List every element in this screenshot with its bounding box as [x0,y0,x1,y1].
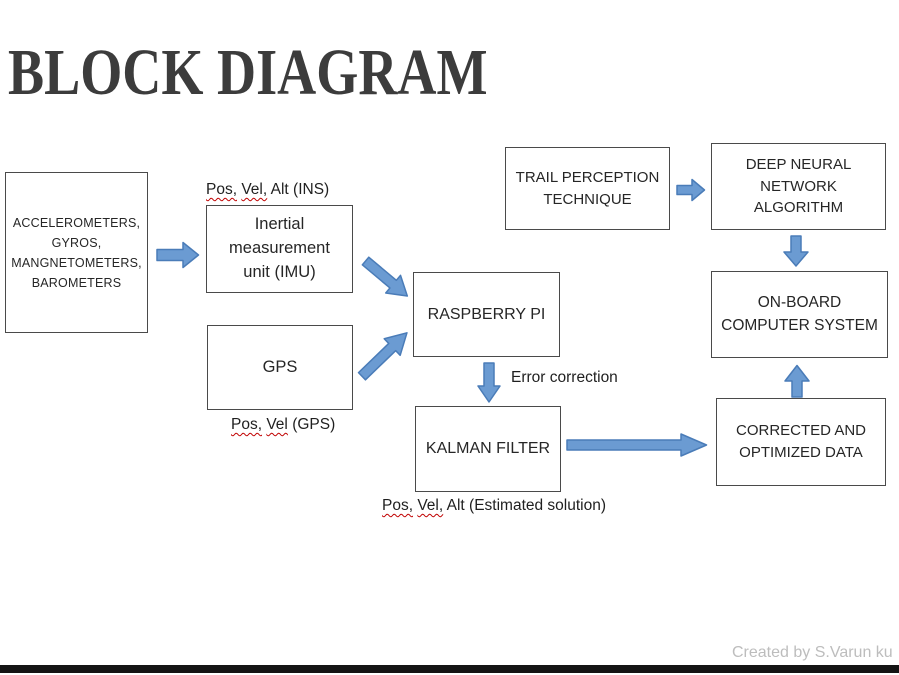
box-gps-label: GPS [262,357,298,376]
box-onboard-computer: ON-BOARD COMPUTER SYSTEM [711,271,888,358]
box-corrected-data-label: CORRECTED AND OPTIMIZED DATA [735,422,866,461]
label-gps-output: Pos, Vel (GPS) [231,416,335,434]
box-corrected-data: CORRECTED AND OPTIMIZED DATA [716,398,886,486]
box-trail-perception-label: TRAIL PERCEPTION TECHNIQUE [515,168,660,208]
box-sensors: ACCELEROMETERS, GYROS, MANGNETOMETERS, B… [5,172,148,333]
label-ins-rest: Alt (INS) [270,181,330,198]
label-estimated-word2: Vel, [417,497,444,514]
box-raspberry-pi: RASPBERRY PI [413,272,560,357]
label-estimated-word1: Pos, [382,497,414,514]
label-estimated-solution: Pos, Vel, Alt (Estimated solution) [382,497,606,515]
box-deep-neural-network: DEEP NEURAL NETWORK ALGORITHM [711,143,886,230]
box-deep-neural-network-label: DEEP NEURAL NETWORK ALGORITHM [745,155,852,217]
label-ins-word2: Vel, [241,181,268,198]
credit-text: Created by S.Varun ku [732,644,893,661]
page-title: BLOCK DIAGRAM [8,36,488,109]
bottom-bar [0,665,899,673]
arrow-imu-to-raspberry-icon [357,251,417,307]
arrow-sensors-to-imu-icon [156,241,200,269]
box-sensors-label: ACCELEROMETERS, GYROS, MANGNETOMETERS, B… [11,215,142,290]
arrow-dnn-to-onboard-icon [783,235,809,267]
box-onboard-computer-label: ON-BOARD COMPUTER SYSTEM [721,294,878,334]
box-raspberry-pi-label: RASPBERRY PI [427,305,546,323]
label-gps-word1: Pos, [231,416,263,433]
label-gps-word2: Vel [266,416,288,433]
arrow-raspberry-to-kalman-icon [477,362,501,403]
box-gps: GPS [207,325,353,410]
box-kalman-filter-label: KALMAN FILTER [425,440,551,458]
box-trail-perception: TRAIL PERCEPTION TECHNIQUE [505,147,670,230]
arrow-trail-to-dnn-icon [676,178,706,202]
box-imu: Inertial measurement unit (IMU) [206,205,353,293]
label-ins-output: Pos, Vel, Alt (INS) [206,181,329,199]
arrow-gps-to-raspberry-icon [353,322,417,385]
arrow-kalman-to-corrected-icon [566,433,708,457]
label-error-correction: Error correction [511,369,618,386]
arrow-corrected-to-onboard-icon [784,364,810,398]
box-imu-label: Inertial measurement unit (IMU) [229,215,330,281]
box-kalman-filter: KALMAN FILTER [415,406,561,492]
label-ins-word1: Pos, [206,181,238,198]
label-gps-rest: (GPS) [292,416,336,433]
label-estimated-rest: Alt (Estimated solution) [446,497,607,514]
